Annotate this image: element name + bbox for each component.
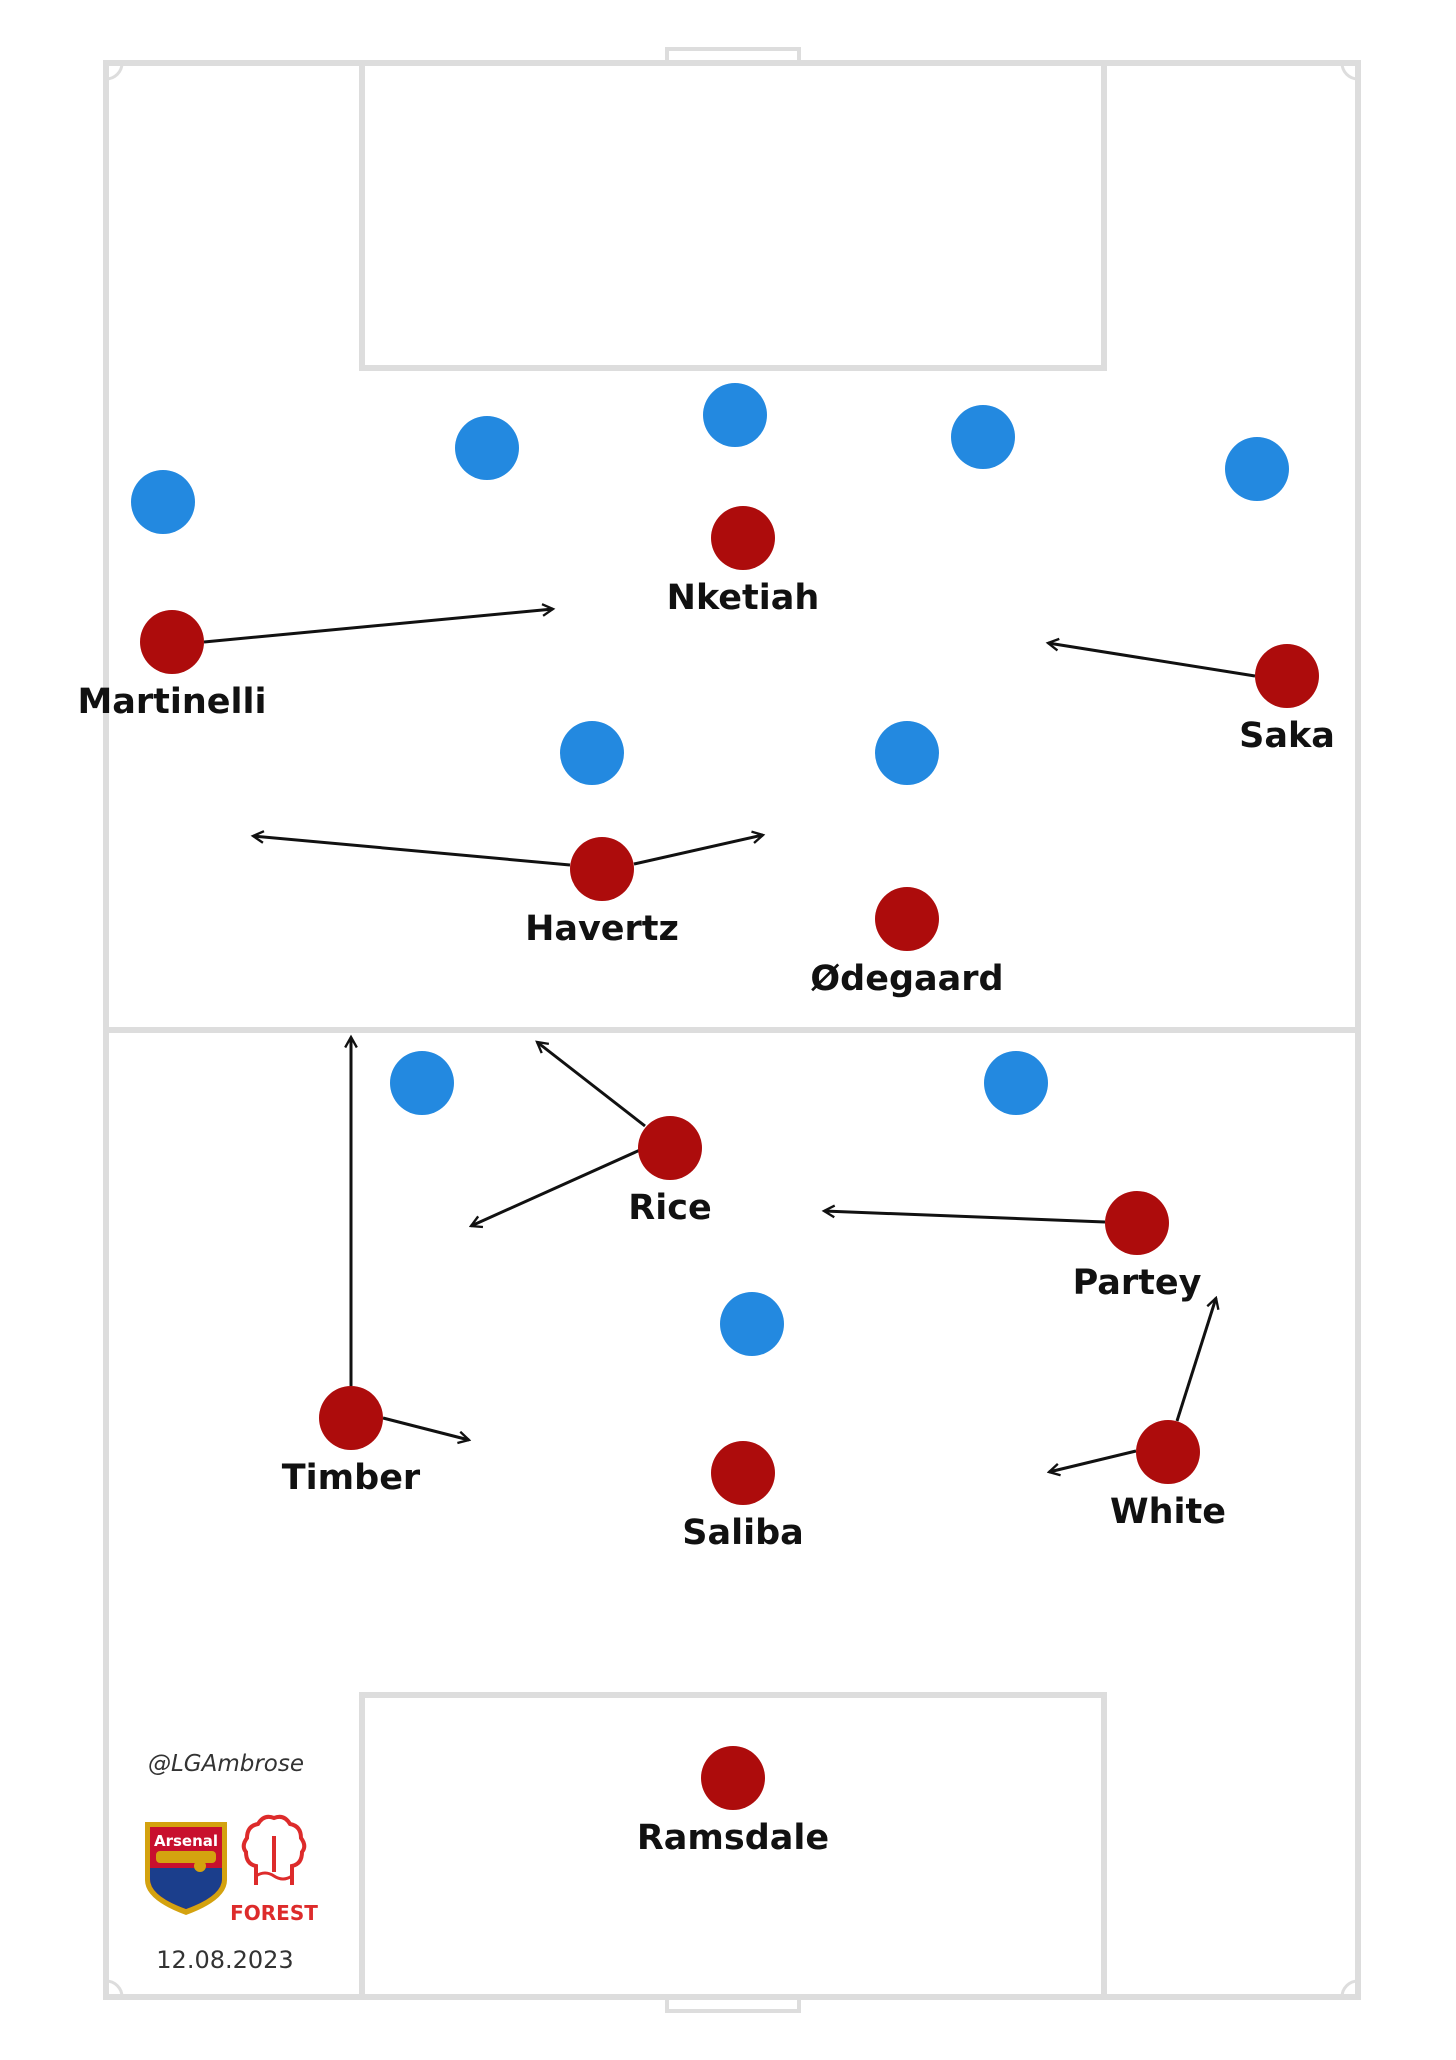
player-marker-timber	[319, 1386, 383, 1450]
opponent-player-marker-1	[131, 470, 195, 534]
corner-arc-bottom-left	[105, 1979, 124, 1998]
player-label-partey: Partey	[1073, 1263, 1202, 1303]
player-label-martinelli: Martinelli	[77, 682, 266, 722]
player-marker-martinelli	[140, 610, 204, 674]
movement-arrow-martinelli-0	[203, 609, 553, 644]
player-label-rice: Rice	[628, 1188, 711, 1228]
player-marker-white	[1136, 1420, 1200, 1484]
author-credit: @LGAmbrose	[148, 1751, 304, 1777]
player-marker-ramsdale	[701, 1746, 765, 1810]
movement-arrow-partey-6	[824, 1211, 1106, 1224]
opponent-player-marker-7	[875, 721, 939, 785]
player-marker-saka	[1255, 644, 1319, 708]
movement-arrow-saka-1	[1048, 643, 1256, 678]
movement-arrow-white-9	[1175, 1298, 1216, 1422]
player-marker-rice	[638, 1116, 702, 1180]
corner-arc-top-left	[105, 62, 124, 81]
player-label-nketiah: Nketiah	[667, 578, 820, 618]
pitch-markings	[103, 47, 1361, 2013]
movement-arrow-rice-5	[471, 1148, 641, 1226]
movement-arrows	[203, 609, 1256, 1472]
player-label-ramsdale: Ramsdale	[637, 1818, 829, 1858]
player-label-saliba: Saliba	[682, 1513, 804, 1553]
opponent-player-marker-6	[560, 721, 624, 785]
opponent-player-marker-8	[390, 1051, 454, 1115]
corner-arc-bottom-right	[1340, 1979, 1359, 1998]
player-label-havertz: Havertz	[525, 909, 679, 949]
player-marker-nketiah	[711, 506, 775, 570]
player-marker-odegaard	[875, 887, 939, 951]
player-label-saka: Saka	[1239, 716, 1335, 756]
opponent-player-marker-4	[951, 405, 1015, 469]
top-penalty-area	[359, 60, 1107, 371]
player-label-white: White	[1110, 1492, 1226, 1532]
movement-arrow-havertz-2	[253, 836, 571, 867]
player-label-odegaard: Ødegaard	[810, 959, 1003, 999]
top-goal	[665, 47, 801, 65]
player-marker-saliba	[711, 1441, 775, 1505]
forest-crest-icon: FOREST	[230, 1814, 318, 1925]
corner-arc-top-right	[1340, 62, 1359, 81]
opponent-player-marker-5	[1225, 437, 1289, 501]
opponent-player-marker-9	[984, 1051, 1048, 1115]
player-label-timber: Timber	[282, 1458, 421, 1498]
opponent-player-marker-2	[455, 416, 519, 480]
bottom-goal	[665, 1995, 801, 2013]
player-marker-havertz	[570, 837, 634, 901]
player-marker-partey	[1105, 1191, 1169, 1255]
movement-arrow-rice-4	[537, 1042, 646, 1128]
home-players: NketiahMartinelliSakaHavertzØdegaardRice…	[77, 506, 1335, 1858]
movement-arrow-white-10	[1049, 1449, 1137, 1472]
movement-arrow-havertz-3	[633, 835, 763, 866]
forest-crest-label: FOREST	[230, 1901, 318, 1925]
arsenal-crest-icon: Arsenal	[145, 1822, 227, 1915]
movement-arrow-timber-8	[382, 1416, 469, 1440]
opponent-players	[131, 383, 1289, 1356]
match-date: 12.08.2023	[156, 1946, 293, 1974]
opponent-player-marker-10	[720, 1292, 784, 1356]
opponent-player-marker-3	[703, 383, 767, 447]
arsenal-crest-label: Arsenal	[154, 1832, 218, 1850]
